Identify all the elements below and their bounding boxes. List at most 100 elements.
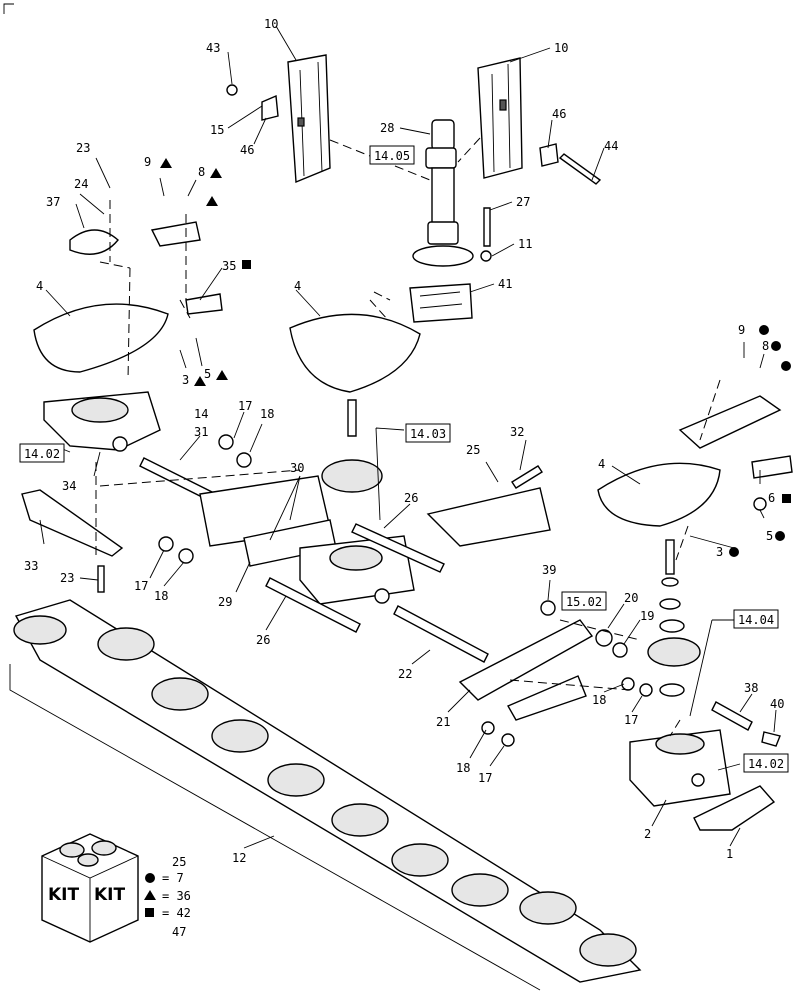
callout-44: 44	[604, 139, 618, 153]
kit-label-right: KIT	[94, 885, 125, 905]
bolt-27	[483, 207, 491, 247]
callout-3: 3	[182, 373, 189, 387]
shaft-26b	[265, 577, 361, 633]
kit-label-left: KIT	[48, 885, 79, 905]
washer-right-b	[659, 598, 681, 610]
bolt-23-lower	[97, 565, 105, 593]
kit-line-circle: = 7	[162, 871, 184, 885]
leader-lines	[9, 25, 777, 991]
callout-17: 17	[478, 771, 492, 785]
callout-28: 28	[380, 121, 394, 135]
gearbox-34	[43, 391, 161, 452]
square-marker	[242, 260, 251, 269]
drive-shield-left	[287, 54, 331, 184]
circle-marker	[759, 325, 769, 335]
bolt-44	[558, 153, 602, 185]
callout-numbers: 10 10 43 15 46 46 28 44 27 11 41 23 24 3…	[24, 17, 784, 865]
ref-14-03: 14.03	[410, 427, 446, 441]
callout-19: 19	[640, 609, 654, 623]
callout-5: 5	[204, 367, 211, 381]
cap-37	[69, 229, 119, 255]
washer-right-d	[659, 683, 685, 697]
shim-6	[751, 455, 793, 479]
cutterbar-12	[13, 599, 642, 983]
corner-mark	[3, 3, 14, 14]
shim-35	[185, 293, 223, 315]
callout-14: 14	[194, 407, 208, 421]
circle-marker	[145, 873, 155, 883]
bolt-middle	[347, 399, 357, 437]
callout-18: 18	[456, 761, 470, 775]
drive-shield-right	[477, 57, 523, 179]
triangle-marker	[144, 890, 156, 900]
callout-23: 23	[76, 141, 90, 155]
nut-5-right	[753, 497, 767, 511]
nut-17a	[218, 434, 234, 450]
shaft-26a	[351, 523, 445, 573]
callout-21: 21	[436, 715, 450, 729]
washer-right-c	[659, 619, 685, 633]
circle-marker	[775, 531, 785, 541]
callout-46: 46	[552, 107, 566, 121]
bracket-top-left	[150, 221, 201, 247]
callout-22: 22	[398, 667, 412, 681]
callout-32: 32	[510, 425, 524, 439]
callout-8: 8	[762, 339, 769, 353]
callout-39: 39	[542, 563, 556, 577]
callout-15: 15	[210, 123, 224, 137]
callout-4: 4	[294, 279, 301, 293]
callout-17: 17	[624, 713, 638, 727]
callout-34: 34	[62, 479, 76, 493]
kit-legend: KIT KIT 25 = 7 = 36 = 42 47	[41, 833, 191, 943]
callout-29: 29	[218, 595, 232, 609]
washer-right-a	[661, 577, 679, 587]
arm-21b	[507, 675, 587, 721]
callout-18: 18	[260, 407, 274, 421]
cover-4-middle	[289, 313, 421, 393]
washer-11	[480, 250, 492, 262]
triangle-marker	[216, 370, 228, 380]
callout-35: 35	[222, 259, 236, 273]
kit-symbol-markers	[160, 158, 791, 557]
callout-38: 38	[744, 681, 758, 695]
nut-17c	[639, 683, 653, 697]
ring-19	[612, 642, 628, 658]
centerlines	[95, 137, 721, 737]
callout-27: 27	[516, 195, 530, 209]
cover-4-right	[597, 462, 721, 527]
callout-30: 30	[290, 461, 304, 475]
callout-5: 5	[766, 529, 773, 543]
callout-4: 4	[36, 279, 43, 293]
ref-14-05: 14.05	[374, 149, 410, 163]
callout-26: 26	[256, 633, 270, 647]
gearbox-middle	[299, 535, 415, 605]
callout-10: 10	[554, 41, 568, 55]
guard-41	[409, 283, 473, 323]
callout-23: 23	[60, 571, 74, 585]
gearbox-2	[629, 729, 731, 807]
callout-26: 26	[404, 491, 418, 505]
reference-boxes: 14.05 14.02 14.03 15.02 14.04 14.02	[19, 145, 789, 773]
callout-31: 31	[194, 425, 208, 439]
kit-line-triangle: = 36	[162, 889, 191, 903]
callout-2: 2	[644, 827, 651, 841]
callout-20: 20	[624, 591, 638, 605]
callout-43: 43	[206, 41, 220, 55]
triangle-marker	[160, 158, 172, 168]
callout-24: 24	[74, 177, 88, 191]
callout-25: 25	[466, 443, 480, 457]
nut-17b	[158, 536, 174, 552]
nut-43	[226, 84, 238, 96]
callout-10: 10	[264, 17, 278, 31]
cover-4-left	[33, 303, 169, 373]
callout-9: 9	[738, 323, 745, 337]
callout-18: 18	[592, 693, 606, 707]
ref-14-02-left: 14.02	[24, 447, 60, 461]
washer-18d	[481, 721, 495, 735]
plate-25	[426, 487, 551, 547]
callout-1: 1	[726, 847, 733, 861]
shaft-22	[393, 605, 489, 663]
kit-line-47: 47	[172, 925, 186, 939]
circle-marker	[781, 361, 791, 371]
